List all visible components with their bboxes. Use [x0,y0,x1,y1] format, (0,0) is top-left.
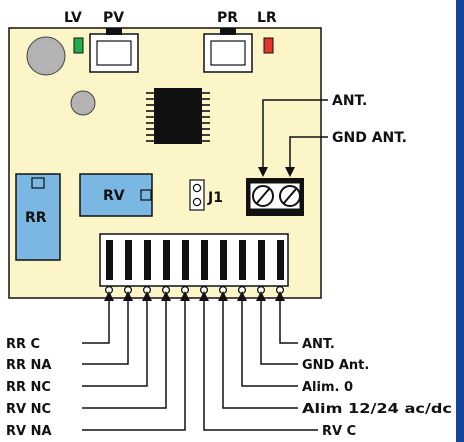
ic-chip [146,88,210,144]
pin-label-ant: ANT. [302,337,335,352]
led-green [73,37,84,54]
button-pv [89,28,139,73]
antenna-leaders [258,99,328,177]
relay-rr: RR [15,173,61,261]
label-pv: PV [103,10,124,26]
pin-leaders-right [199,291,318,431]
pin-label-rr-c: RR C [6,337,40,352]
label-lv: LV [64,10,82,26]
pin-label-rr-nc: RR NC [6,380,51,395]
pin-label-alim-0: Alim. 0 [302,380,353,395]
pin-label-rv-na: RV NA [6,424,52,439]
label-gnd-ant-top: GND ANT. [332,130,407,146]
pin-label-rv-nc: RV NC [6,402,51,417]
antenna-terminal [246,178,304,216]
label-pr: PR [217,10,238,26]
button-pr [203,28,253,73]
terminal-strip [99,233,289,287]
pin-label-rr-na: RR NA [6,358,52,373]
right-edge-bar [456,0,464,442]
label-lr: LR [257,10,277,26]
label-ant-top: ANT. [332,93,367,109]
label-rv: RV [103,188,125,204]
relay-rv: RV [79,173,153,217]
label-rr: RR [25,210,47,226]
pin-leaders-left [82,291,190,431]
capacitor [70,90,96,116]
pin-label-rv-c: RV C [322,424,356,439]
buzzer [26,36,66,76]
jumper-j1: J1 [189,179,223,211]
pin-label-alim-12-24: Alim 12/24 ac/dc [302,402,452,417]
led-red [263,37,274,54]
label-j1: J1 [207,190,223,206]
pin-label-gnd-ant: GND Ant. [302,358,369,373]
